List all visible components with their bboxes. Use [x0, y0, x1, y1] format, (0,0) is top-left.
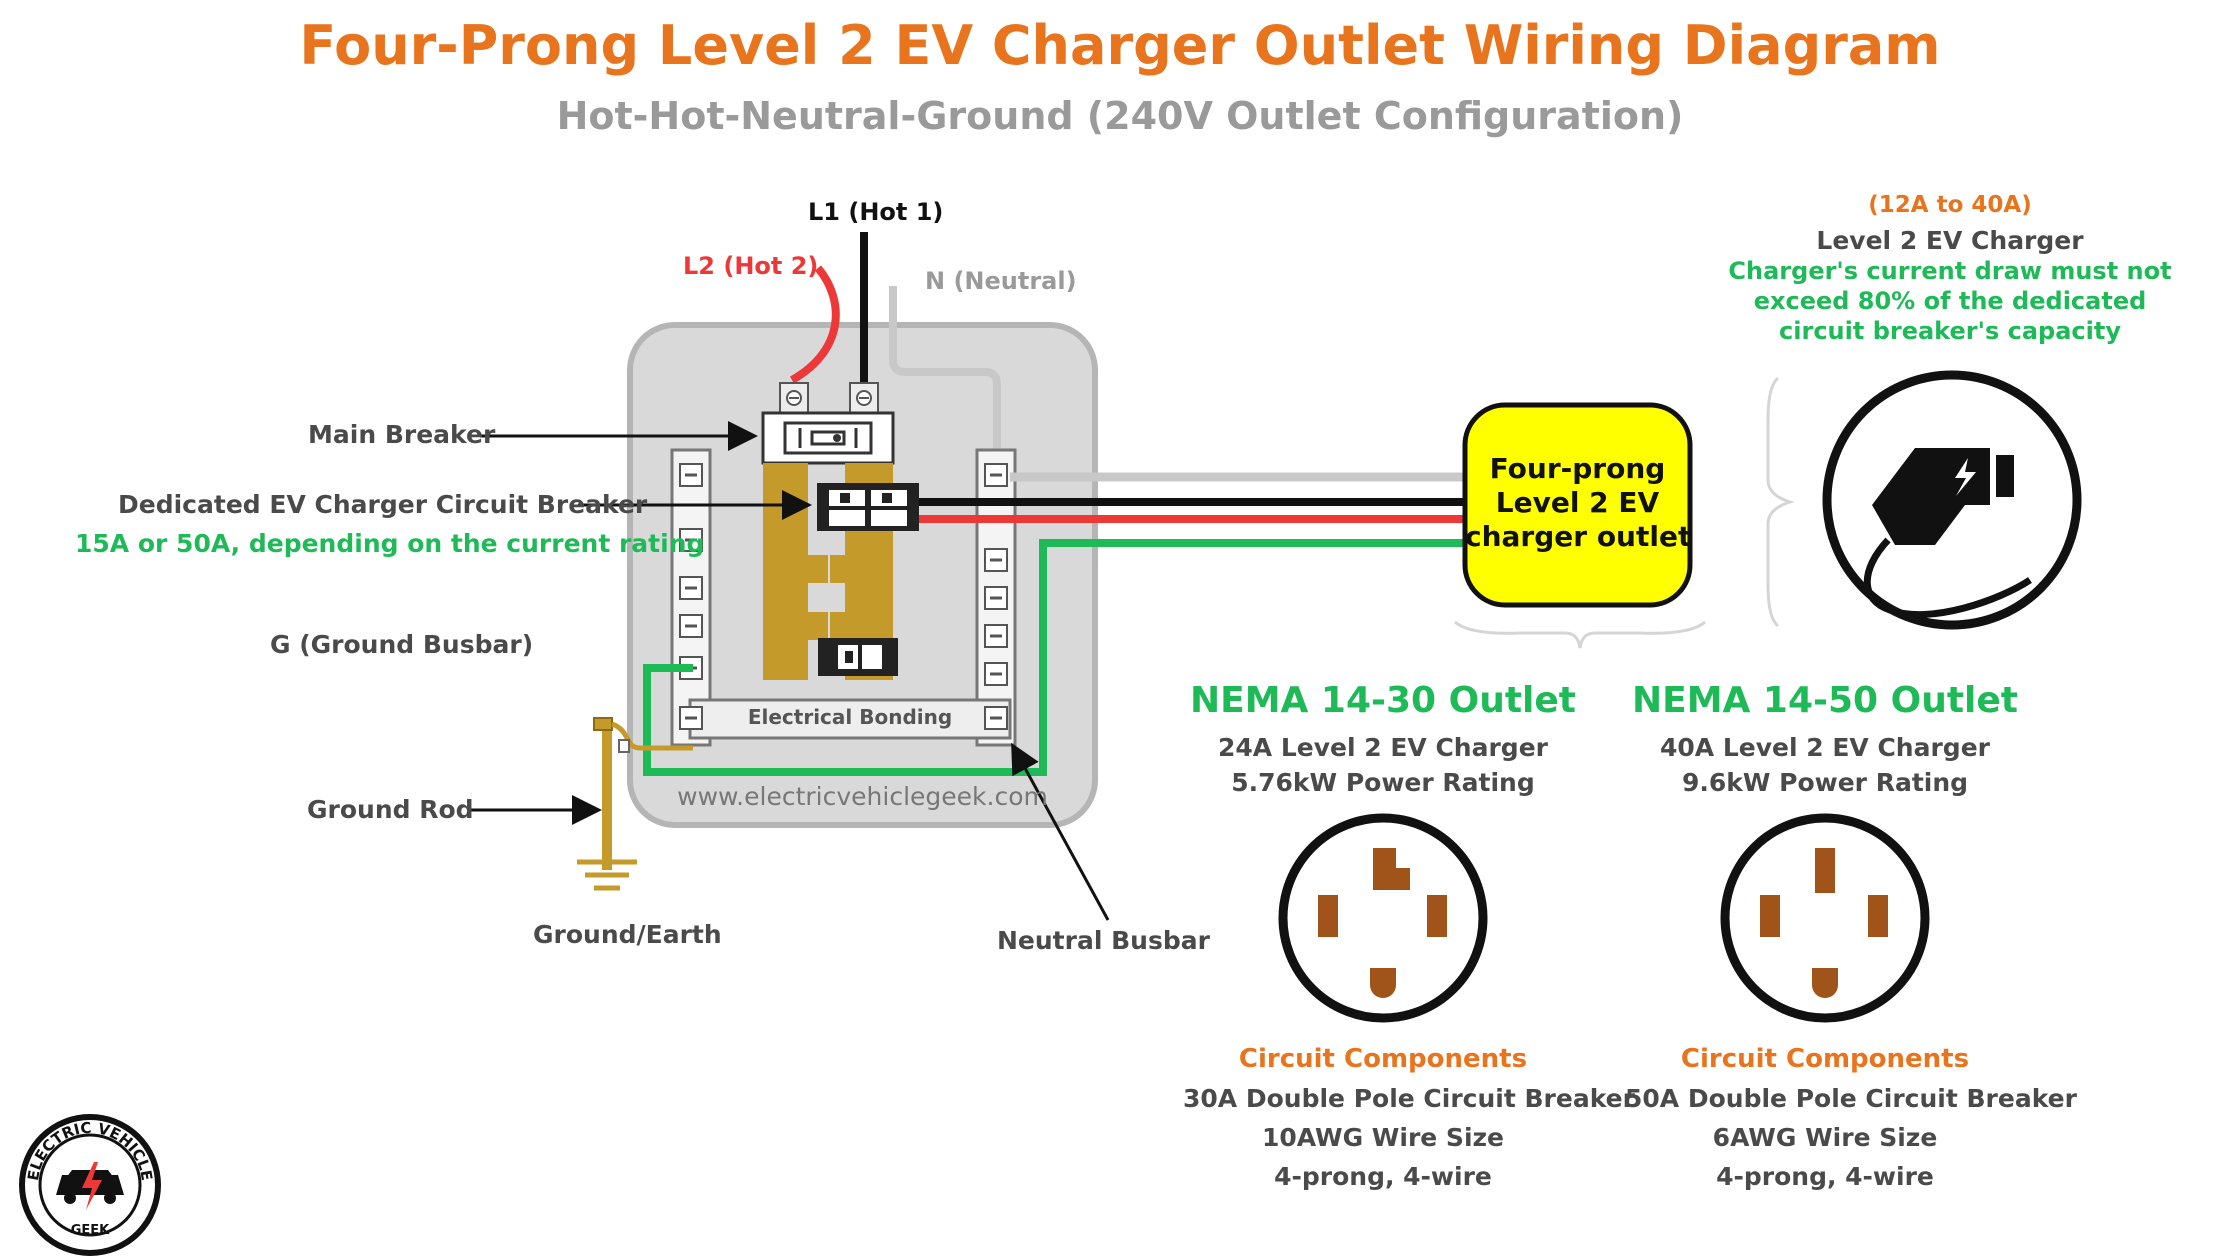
ground-rod-label: Ground Rod — [307, 795, 474, 824]
hot-busbar-left — [763, 463, 808, 680]
logo-bottom-text: GEEK — [71, 1223, 110, 1238]
page-title: Four-Prong Level 2 EV Charger Outlet Wir… — [299, 14, 1941, 77]
page-subtitle: Hot-Hot-Neutral-Ground (240V Outlet Conf… — [556, 94, 1684, 138]
l2-hot2-wire — [789, 265, 840, 384]
website-label: www.electricvehiclegeek.com — [677, 782, 1048, 811]
l1-label: L1 (Hot 1) — [808, 198, 944, 226]
neutral-busbar-arrow — [1011, 742, 1110, 921]
charger-name: Level 2 EV Charger — [1816, 226, 2084, 255]
nema-14-50-components-title: Circuit Components — [1680, 1044, 1970, 1074]
charger-info: (12A to 40A) Level 2 EV Charger Charger'… — [1700, 190, 2200, 346]
neutral-label: N (Neutral) — [925, 267, 1077, 295]
dedicated-breaker-label: Dedicated EV Charger Circuit Breaker — [118, 490, 648, 519]
nema-14-30-info: NEMA 14-30 Outlet 24A Level 2 EV Charger… — [1183, 680, 1583, 797]
four-prong-outlet-box — [1462, 402, 1693, 608]
electrical-bonding-label: Electrical Bonding — [747, 705, 953, 729]
ground-earth-label: Ground/Earth — [533, 920, 722, 949]
dedicated-breaker-note: 15A or 50A, depending on the current rat… — [75, 529, 705, 558]
nema-14-50-power: 9.6kW Power Rating — [1681, 768, 1969, 797]
nema-14-50-title: NEMA 14-50 Outlet — [1631, 680, 2018, 721]
ground-out-wire — [643, 539, 1470, 776]
nema-14-50-charger: 40A Level 2 EV Charger — [1659, 733, 1990, 762]
charger-note-3: circuit breaker's capacity — [1779, 317, 2121, 345]
nema-14-50-receptacle — [1720, 813, 1930, 1023]
outlet-box-line-2: Level 2 EV — [1495, 486, 1660, 519]
nema-14-30-breaker: 30A Double Pole Circuit Breaker — [1183, 1084, 1635, 1113]
nema-14-50-wire: 6AWG Wire Size — [1712, 1123, 1938, 1152]
nema-14-50-components: Circuit Components 50A Double Pole Circu… — [1625, 1040, 2077, 1196]
nema-14-30-components: Circuit Components 30A Double Pole Circu… — [1183, 1040, 1635, 1196]
outlet-brace — [1454, 620, 1706, 649]
outlet-box-line-3: charger outlet — [1465, 520, 1692, 553]
nema-14-30-power: 5.76kW Power Rating — [1231, 768, 1535, 797]
nema-14-30-receptacle — [1278, 813, 1488, 1023]
nema-14-30-title: NEMA 14-30 Outlet — [1189, 680, 1576, 721]
brand-logo: ELECTRIC VEHICLE GEEK — [19, 1114, 161, 1256]
neutral-wire — [889, 286, 1001, 460]
outlet-box-line-1: Four-prong — [1489, 452, 1666, 485]
charger-brace — [1766, 376, 1795, 628]
neutral-busbar-label: Neutral Busbar — [997, 926, 1210, 955]
main-breaker-label: Main Breaker — [308, 420, 496, 449]
nema-14-30-charger: 24A Level 2 EV Charger — [1217, 733, 1548, 762]
outlet-box-text: Four-prong Level 2 EV charger outlet — [1465, 452, 1692, 554]
charger-plug-icon — [1863, 448, 2032, 619]
charger-note-1: Charger's current draw must not — [1728, 257, 2172, 285]
nema-14-30-components-title: Circuit Components — [1238, 1044, 1528, 1074]
ground-busbar-label: G (Ground Busbar) — [270, 630, 534, 659]
nema-14-30-wire: 10AWG Wire Size — [1261, 1123, 1505, 1152]
nema-14-50-breaker: 50A Double Pole Circuit Breaker — [1625, 1084, 2077, 1113]
l2-label: L2 (Hot 2) — [683, 252, 819, 280]
electrical-bonding-bar — [688, 698, 1012, 740]
charger-note-2: exceed 80% of the dedicated — [1753, 287, 2147, 315]
charger-range: (12A to 40A) — [1868, 192, 2032, 218]
nema-14-30-config: 4-prong, 4-wire — [1274, 1162, 1492, 1191]
nema-14-50-info: NEMA 14-50 Outlet 40A Level 2 EV Charger… — [1625, 680, 2025, 797]
nema-14-50-config: 4-prong, 4-wire — [1716, 1162, 1934, 1191]
